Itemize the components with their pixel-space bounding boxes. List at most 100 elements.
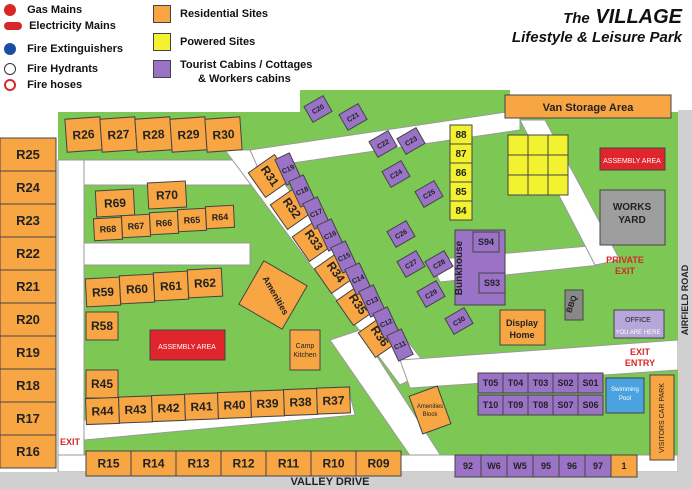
you-are-here-label: YOU ARE HERE: [615, 330, 660, 336]
site-R14-label: R14: [142, 457, 164, 471]
fire-extinguisher-icon: [4, 43, 16, 56]
site-R37: R37: [316, 386, 351, 415]
legend-fire-extinguishers: Fire Extinguishers: [4, 43, 123, 56]
legend-cabins-label-1: Tourist Cabins / Cottages: [180, 59, 313, 71]
van-storage-label: Van Storage Area: [543, 102, 635, 114]
site-W6-label: W6: [487, 461, 501, 471]
private-exit-label-1: PRIVATE: [606, 255, 644, 265]
cabin-S06-label: S06: [582, 400, 598, 410]
works-yard: [599, 189, 666, 246]
works-yard-label-2: YARD: [618, 215, 645, 226]
cabin-C29: C29: [416, 280, 446, 308]
cabin-C20: C20: [303, 95, 333, 123]
cabin-S01: S01: [577, 372, 604, 394]
site-R69: R69: [94, 188, 136, 218]
airfield-road-label: AIRFIELD ROAD: [680, 264, 690, 335]
site-R27: R27: [99, 116, 138, 153]
visitors-car-park-label: VISITORS CAR PARK: [659, 383, 666, 453]
cabin-C13-label: C13: [365, 296, 380, 308]
site-R42-label: R42: [157, 401, 180, 416]
site-97: 97: [584, 454, 612, 478]
site-R26: R26: [64, 116, 103, 153]
site-R45: R45: [85, 369, 119, 399]
site-W5-label: W5: [513, 461, 527, 471]
cabin-C27: C27: [396, 250, 426, 278]
site-R60-label: R60: [126, 282, 149, 297]
powered-87-label: 87: [455, 149, 467, 160]
powered-86: 86: [449, 162, 473, 183]
gas-mains-icon: [4, 4, 16, 17]
site-R62-label: R62: [194, 276, 217, 291]
site-R44: R44: [85, 396, 120, 426]
assembly-area-left: [149, 329, 226, 361]
cabin-T10-label: T10: [483, 400, 499, 410]
cabin-T03-label: T03: [533, 378, 549, 388]
site-R20: R20: [0, 302, 57, 337]
cabin-S93-label: S93: [484, 278, 500, 288]
cabin-T05-label: T05: [483, 378, 499, 388]
powered-85: 85: [449, 181, 473, 202]
site-R13: R13: [175, 450, 222, 477]
site-R41-label: R41: [190, 399, 213, 414]
site-R28-label: R28: [142, 127, 165, 143]
site-R38: R38: [283, 387, 318, 417]
site-R12-label: R12: [232, 457, 254, 471]
site-R18: R18: [0, 368, 57, 403]
exit-left-label: EXIT: [60, 437, 81, 447]
site-R13-label: R13: [187, 457, 209, 471]
office: [613, 309, 665, 339]
cabin-C15-label: C15: [337, 252, 352, 264]
site-R10: R10: [310, 450, 357, 477]
powered-85-label: 85: [455, 187, 467, 198]
site-R37-label: R37: [322, 393, 345, 408]
cabin-S02-label: S02: [557, 378, 573, 388]
site-R30-label: R30: [212, 127, 235, 143]
private-exit-label-2: EXIT: [615, 266, 636, 276]
site-R40: R40: [217, 390, 252, 420]
valley-drive-label: VALLEY DRIVE: [290, 476, 369, 488]
title-main: VILLAGE: [595, 6, 682, 28]
site-R11-label: R11: [278, 457, 300, 471]
legend-fire-hydrants-label: Fire Hydrants: [27, 63, 98, 75]
legend-fire-hoses: Fire hoses: [4, 79, 82, 92]
cabin-C25: C25: [414, 180, 444, 208]
cabin-C16-label: C16: [323, 230, 338, 242]
site-R14: R14: [130, 450, 177, 477]
cabin-C30: C30: [444, 307, 474, 335]
works-yard-label-1: WORKS: [613, 202, 652, 213]
exit-entry-label-1: EXIT: [630, 347, 651, 357]
cabin-T08: T08: [527, 394, 554, 416]
cabin-T09-label: T09: [508, 400, 524, 410]
cabin-S02: S02: [552, 372, 579, 394]
assembly-area-left-label: ASSEMBLY AREA: [158, 344, 216, 351]
site-R12: R12: [220, 450, 267, 477]
pool-label-1: Swimming: [611, 387, 639, 393]
camp-kitchen: [289, 329, 321, 371]
site-W6: W6: [480, 454, 508, 478]
site-R67: R67: [120, 213, 152, 239]
cabin-C11-label: C11: [393, 340, 407, 352]
site-R67-label: R67: [127, 221, 144, 232]
site-R10-label: R10: [322, 457, 344, 471]
site-R62: R62: [186, 267, 224, 299]
site-95: 95: [532, 454, 560, 478]
site-R44-label: R44: [91, 404, 114, 419]
site-R26-label: R26: [72, 127, 95, 143]
cabin-C12-label: C12: [379, 318, 394, 330]
cabin-T08-label: T08: [533, 400, 549, 410]
site-R20-label: R20: [16, 312, 40, 327]
site-R65-label: R65: [183, 215, 200, 226]
cabin-S93: S93: [478, 272, 506, 294]
site-97-label: 97: [593, 461, 603, 471]
park-title: The VILLAGE Lifestyle & Leisure Park: [512, 6, 682, 46]
site-R16-label: R16: [16, 444, 40, 459]
site-R22-label: R22: [16, 246, 40, 261]
cabin-S07-label: S07: [557, 400, 573, 410]
legend-cabins-label-2: & Workers cabins: [198, 73, 291, 85]
cabin-T10: T10: [477, 394, 504, 416]
site-R16: R16: [0, 434, 57, 469]
title-prefix: The: [563, 10, 590, 27]
site-R19-label: R19: [16, 345, 40, 360]
legend-gas-mains: Gas Mains: [4, 4, 82, 17]
